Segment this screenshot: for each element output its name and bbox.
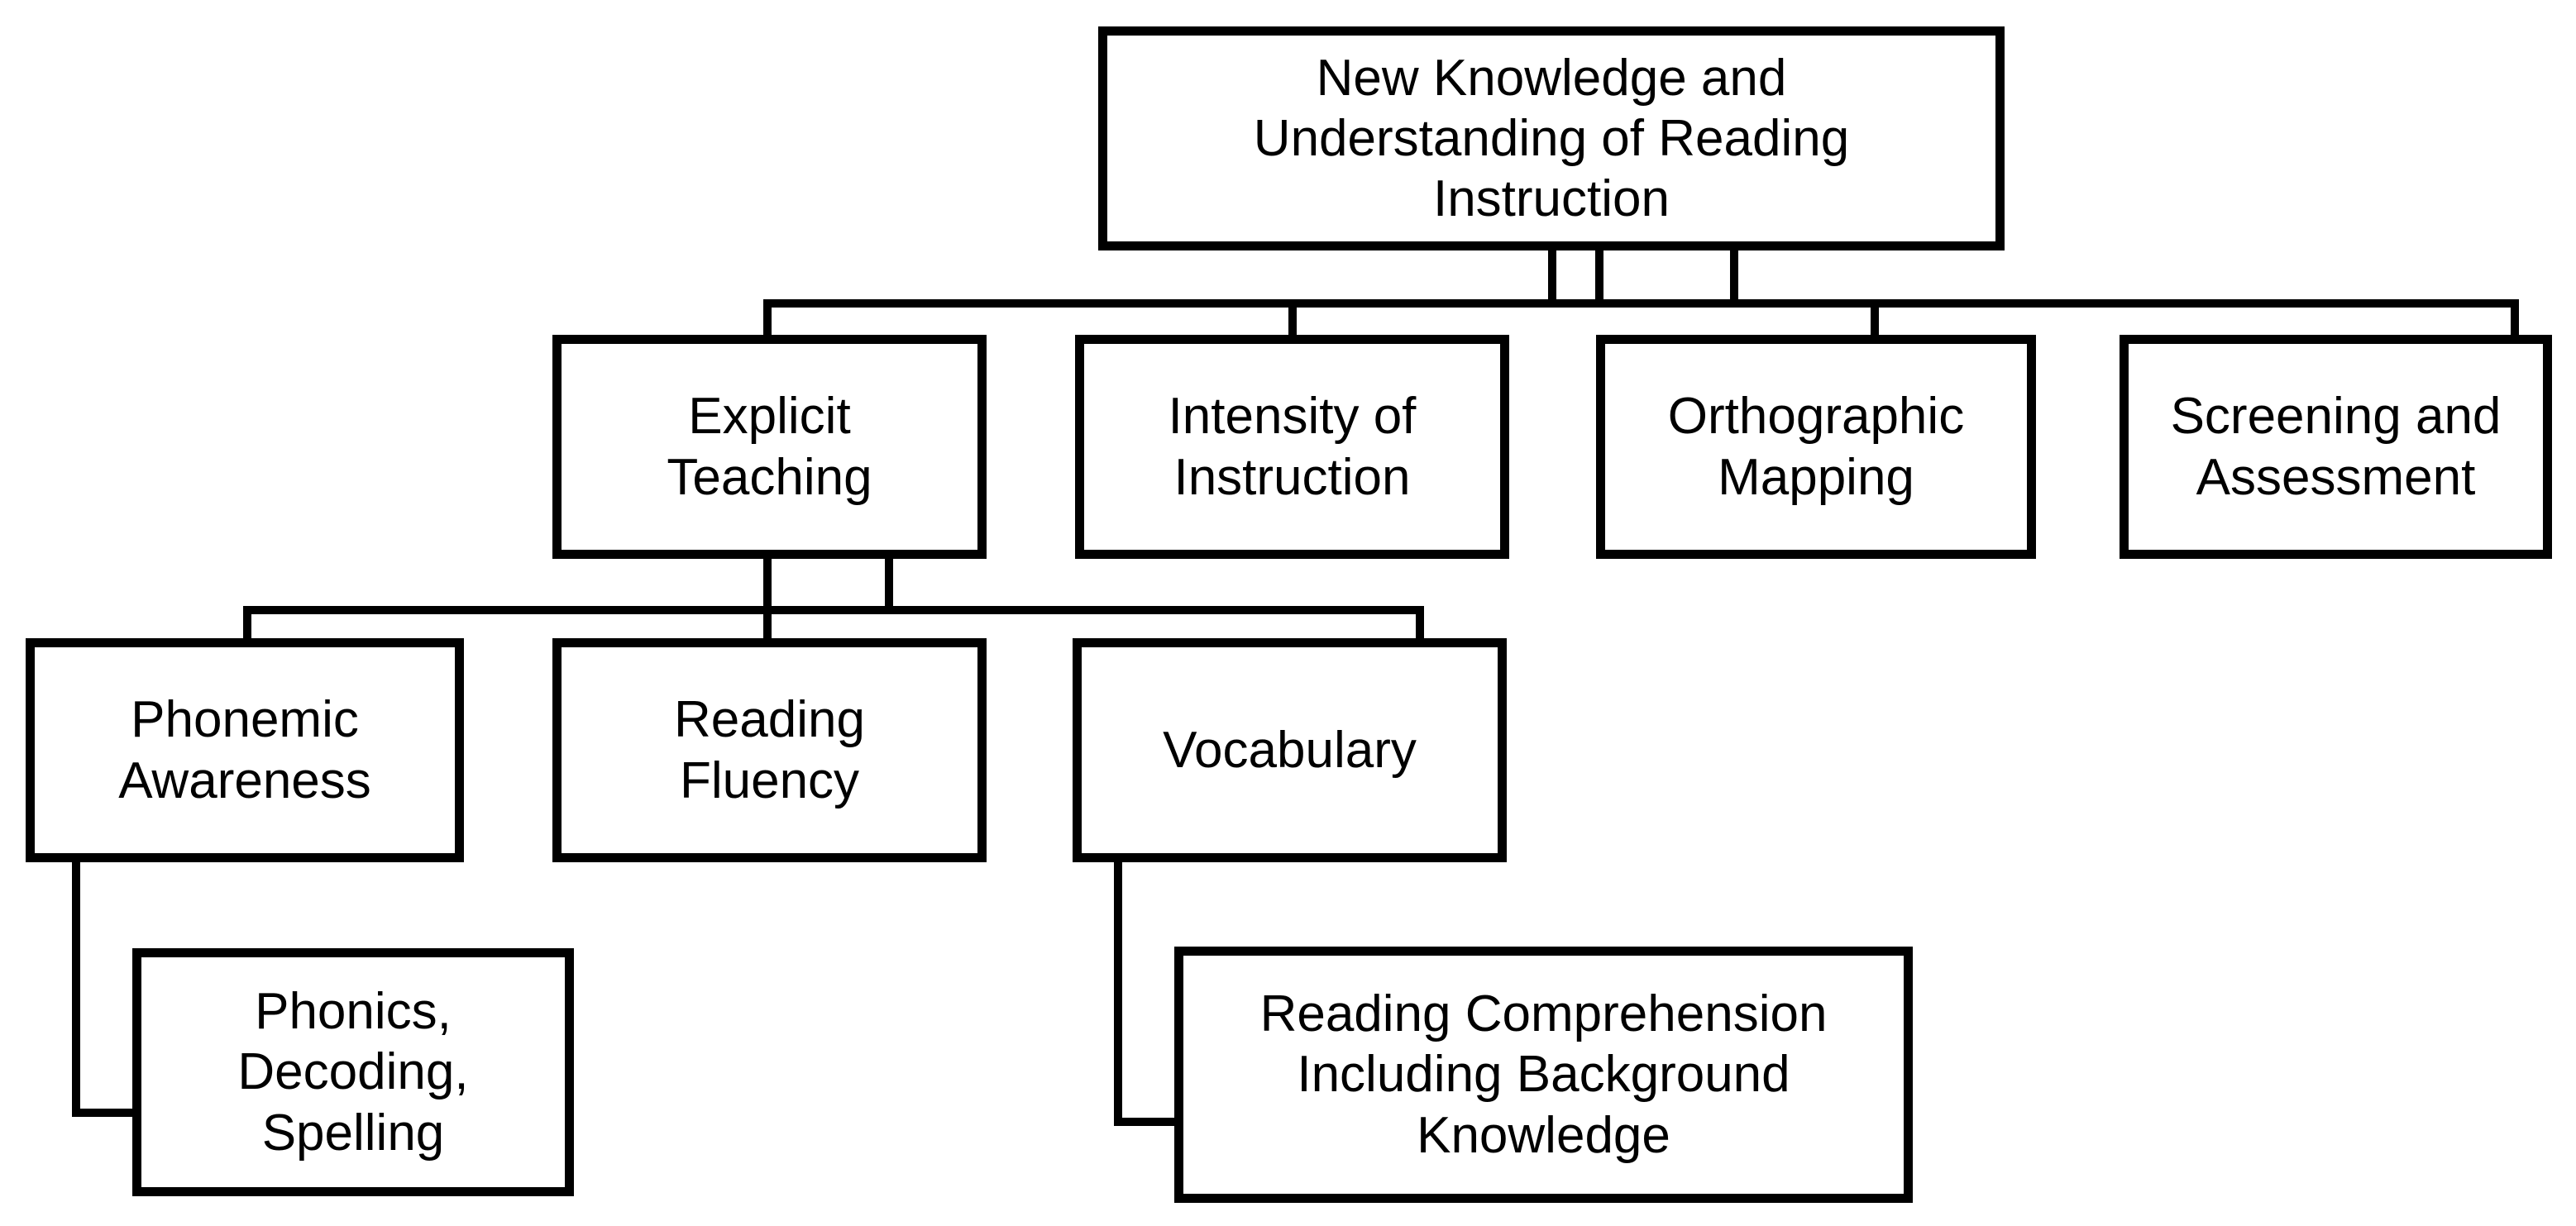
connector-phonemic-phonics-horizontal [72,1109,142,1117]
node-screening-and-assessment: Screening and Assessment [2120,335,2552,559]
connector-explicit-stub-1 [763,554,772,646]
node-new-knowledge: New Knowledge and Understanding of Readi… [1098,26,2005,250]
connector-bus-level2 [763,299,2519,308]
connector-stub-phonemic [243,606,251,647]
connector-vocabulary-rc-vertical [1114,852,1122,1126]
node-intensity-of-instruction: Intensity of Instruction [1075,335,1509,559]
node-reading-comprehension: Reading Comprehension Including Backgrou… [1174,947,1913,1203]
connector-root-stub-2 [1595,244,1603,308]
connector-explicit-stub-2 [885,554,893,614]
connector-bus-level3 [243,606,1424,614]
node-reading-fluency: Reading Fluency [552,638,987,862]
connector-stub-intensity [1288,303,1297,344]
node-phonics-decoding-spelling: Phonics, Decoding, Spelling [132,948,574,1196]
connector-vocabulary-rc-horizontal [1114,1118,1184,1126]
node-phonemic-awareness: Phonemic Awareness [26,638,464,862]
connector-stub-vocabulary [1416,606,1424,647]
node-orthographic-mapping: Orthographic Mapping [1596,335,2036,559]
connector-root-stub-3 [1730,244,1738,308]
connector-root-stub-1 [1548,244,1556,308]
connector-stub-explicit [763,299,772,344]
connector-stub-orthographic [1871,303,1879,344]
connector-stub-screening [2511,299,2519,344]
node-explicit-teaching: Explicit Teaching [552,335,987,559]
node-vocabulary: Vocabulary [1073,638,1507,862]
connector-phonemic-phonics-vertical [72,856,80,1117]
